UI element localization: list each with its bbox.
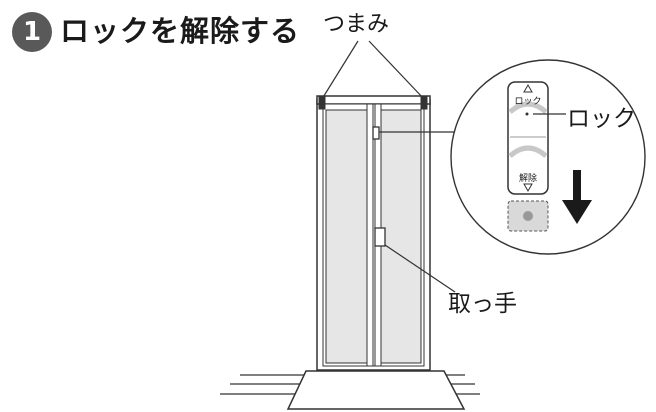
left-door-panel: [325, 109, 368, 364]
handle-callout-line: [384, 244, 456, 293]
release-slot-dot: [523, 211, 533, 221]
zoomed-release-text: 解除: [519, 172, 537, 184]
zoomed-switch-lower-shade: [508, 145, 548, 158]
knob-left: [318, 96, 326, 110]
door-lock-switch: [372, 126, 380, 140]
top-rail: [316, 95, 431, 105]
down-arrow-icon: [562, 170, 592, 224]
center-post-left: [366, 103, 374, 367]
zoomed-switch-upper-shade: [508, 101, 548, 114]
door-base-step: [286, 370, 466, 410]
zoomed-switch-body: [507, 81, 549, 195]
right-door-panel: [380, 109, 422, 364]
handle-label: 取っ手: [448, 291, 517, 317]
door-handle: [374, 227, 386, 247]
knob-right: [420, 96, 428, 110]
step-number-badge: 1: [12, 12, 52, 52]
zoomed-lock-text: ロック: [514, 96, 541, 107]
knob-label: つまみ: [323, 12, 390, 37]
lock-label: ロック: [567, 106, 636, 132]
lock-indicator-dot: [525, 112, 529, 116]
release-down-triangle-icon: [523, 183, 533, 193]
knob-callout-lines: [321, 40, 425, 100]
lock-up-triangle-icon: [523, 83, 533, 93]
step-title: ロックを解除する: [60, 14, 301, 48]
